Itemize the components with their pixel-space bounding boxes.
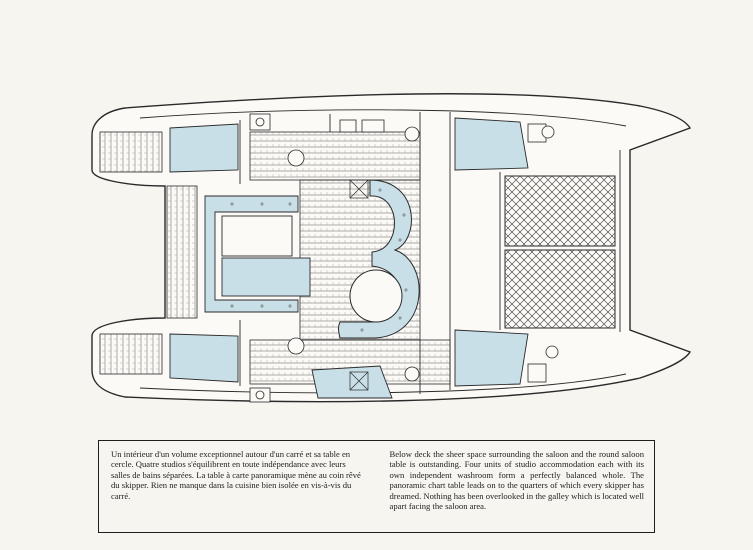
trampoline-bottom bbox=[504, 249, 616, 329]
saloon-table bbox=[349, 269, 403, 323]
berth-fwd-bottom bbox=[454, 329, 529, 387]
aft-step-top bbox=[99, 131, 163, 173]
aft-table bbox=[221, 215, 293, 257]
berth-mid-bottom bbox=[311, 365, 393, 399]
fixtures bbox=[249, 113, 559, 403]
aft-settee bbox=[204, 195, 299, 313]
aft-step-bottom bbox=[99, 333, 163, 375]
saloon-settee bbox=[338, 179, 420, 339]
aft-side-settee bbox=[221, 257, 311, 297]
catamaran-deck-plan bbox=[91, 93, 692, 403]
cockpit-deck bbox=[166, 185, 198, 319]
trampoline-top bbox=[504, 175, 616, 247]
galley-floor bbox=[249, 131, 421, 181]
berth-aft-bottom bbox=[169, 333, 239, 383]
caption-english: Below deck the sheer space surrounding t… bbox=[389, 449, 645, 512]
caption-french: Un intérieur d'un volume exceptionnel au… bbox=[111, 449, 361, 501]
caption-box: Un intérieur d'un volume exceptionnel au… bbox=[98, 440, 655, 533]
berth-fwd-top bbox=[454, 117, 529, 171]
berth-aft-top bbox=[169, 123, 239, 173]
